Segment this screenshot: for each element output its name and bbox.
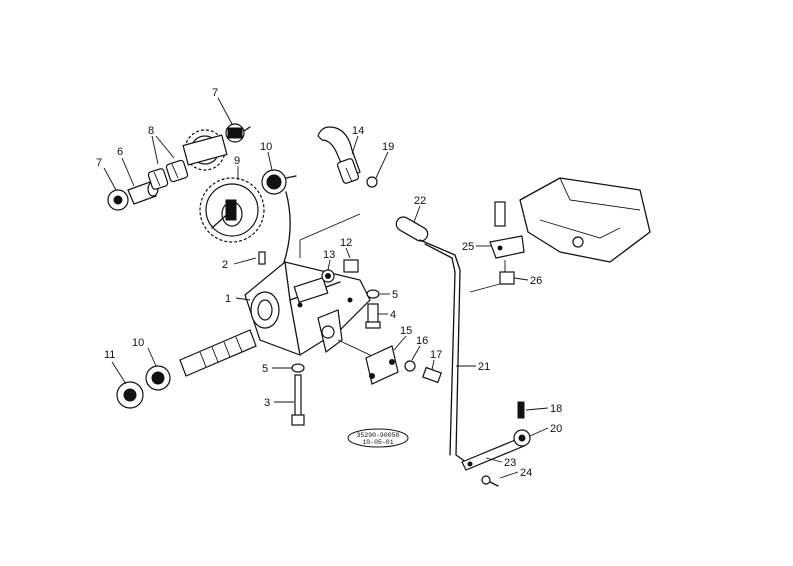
part-19-snap-ring (366, 176, 378, 188)
callout-24: 24 (520, 467, 532, 479)
part-8-needle-bearings (147, 159, 189, 190)
callout-11: 11 (104, 349, 115, 361)
part-10-bearing-top (261, 169, 297, 195)
callout-23: 23 (504, 457, 516, 469)
part-spline-shaft (179, 329, 257, 377)
callout-6: 6 (117, 146, 123, 158)
shaft-guide-line (281, 191, 291, 269)
part-bolt-25 (494, 201, 506, 227)
callout-5-lower: 5 (262, 363, 268, 375)
part-gear-small (182, 129, 228, 171)
callout-9: 9 (234, 155, 240, 167)
callout-14: 14 (352, 125, 364, 137)
part-2-pin (258, 251, 266, 265)
callout-2: 2 (222, 259, 228, 271)
part-4-bolt (365, 303, 381, 329)
part-5-washer-lower (291, 363, 305, 373)
frame-bracket (519, 177, 651, 263)
callout-labels: 7 6 8 7 9 10 14 19 2 1 12 13 5 4 5 3 10 … (96, 87, 562, 479)
part-24-pin (481, 475, 499, 487)
part-17-bolt (422, 366, 442, 384)
callout-15: 15 (400, 325, 412, 337)
part-13-washer (321, 269, 335, 283)
callout-16: 16 (416, 335, 428, 347)
part-21-lever-rod (419, 239, 467, 463)
callout-26: 26 (530, 275, 542, 287)
part-10-bearing-left (145, 365, 171, 391)
callout-5-upper: 5 (392, 289, 398, 301)
callout-1: 1 (225, 293, 231, 305)
callout-21: 21 (478, 361, 490, 373)
callout-18: 18 (550, 403, 562, 415)
callout-17: 17 (430, 349, 442, 361)
part-7-washer-top (225, 123, 251, 143)
callout-10-top: 10 (260, 141, 272, 153)
part-16-washer (404, 360, 416, 372)
callout-7-left: 7 (96, 157, 102, 169)
part-1-housing (244, 261, 371, 356)
part-20-pivot (513, 429, 531, 447)
part-22-knob (395, 216, 429, 242)
part-7-washer-left (107, 189, 129, 211)
callout-4: 4 (390, 309, 396, 321)
part-25-bracket (489, 235, 525, 259)
stamp-part-number: 35290-90050 (357, 432, 400, 439)
stamp-date: 10-05-01 (362, 439, 393, 446)
callout-19: 19 (382, 141, 394, 153)
callout-3: 3 (264, 397, 270, 409)
part-12-plug (343, 259, 359, 273)
callout-25: 25 (462, 241, 474, 253)
part-3-bolt (291, 374, 305, 426)
leader-lines (103, 97, 549, 479)
part-18-pin (517, 401, 525, 419)
callout-22: 22 (414, 195, 426, 207)
callout-10-left: 10 (132, 337, 144, 349)
part-14-shift-fork (317, 126, 361, 184)
callout-8: 8 (148, 125, 154, 137)
callout-20: 20 (550, 423, 562, 435)
callout-7-top: 7 (212, 87, 218, 99)
part-26-nut (499, 271, 515, 285)
part-9-large-gear (199, 177, 265, 243)
part-11-bearing (116, 381, 144, 409)
callout-13: 13 (323, 249, 335, 261)
drawing-stamp: 35290-90050 10-05-01 (347, 428, 409, 448)
part-15-bracket (365, 345, 399, 385)
part-5-washer-upper (366, 289, 380, 299)
callout-12: 12 (340, 237, 352, 249)
